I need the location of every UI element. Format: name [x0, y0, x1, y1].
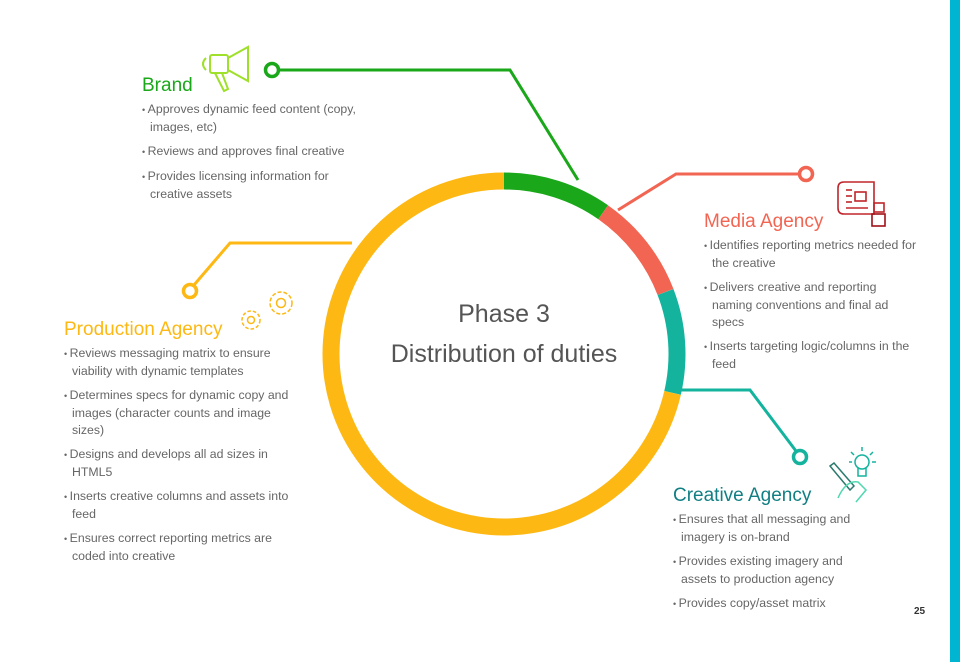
brand-item: Approves dynamic feed content (copy, ima… [142, 101, 372, 136]
gears-icon [241, 291, 293, 330]
media-item: Delivers creative and reporting naming c… [704, 279, 919, 331]
creative-ring-segment [657, 288, 686, 395]
production-item: Ensures correct reporting metrics are co… [64, 530, 289, 565]
creative-section: Creative Agency Ensures that all messagi… [673, 485, 873, 620]
brand-item: Provides licensing information for creat… [142, 168, 372, 203]
center-title: Phase 3 Distribution of duties [354, 294, 654, 374]
media-title: Media Agency [704, 211, 824, 232]
brand-ring-segment [503, 172, 609, 220]
megaphone-icon [202, 45, 249, 93]
lightbulb-pencil-icon [828, 447, 876, 503]
newspaper-icon [837, 181, 886, 227]
production-connector [192, 241, 352, 286]
production-section: Production Agency Reviews messaging matr… [64, 319, 289, 572]
creative-title: Creative Agency [673, 485, 812, 506]
brand-connector [279, 68, 580, 181]
media-item: Identifies reporting metrics needed for … [704, 237, 919, 272]
media-item: Inserts targeting logic/columns in the f… [704, 338, 919, 373]
accent-side-bar [950, 0, 960, 662]
production-item: Determines specs for dynamic copy and im… [64, 387, 289, 439]
brand-connector-dot [263, 61, 281, 79]
production-item: Inserts creative columns and assets into… [64, 488, 289, 523]
page-number: 25 [914, 606, 926, 617]
creative-item: Ensures that all messaging and imagery i… [673, 511, 873, 546]
media-connector-dot [797, 165, 815, 183]
production-connector-dot [181, 282, 199, 300]
media-section: Media Agency Identifies reporting metric… [704, 211, 919, 380]
media-connector [617, 172, 799, 212]
creative-connector [674, 388, 798, 452]
creative-item: Provides existing imagery and assets to … [673, 553, 873, 588]
media-ring-segment [598, 205, 674, 296]
creative-connector-dot [791, 448, 809, 466]
center-title-line2: Distribution of duties [390, 340, 618, 368]
creative-item: Provides copy/asset matrix [673, 595, 873, 613]
production-item: Reviews messaging matrix to ensure viabi… [64, 345, 289, 380]
production-item: Designs and develops all ad sizes in HTM… [64, 446, 289, 481]
brand-item: Reviews and approves final creative [142, 143, 372, 161]
brand-title: Brand [142, 75, 193, 96]
center-title-line1: Phase 3 [458, 300, 550, 328]
production-ring-segment [322, 172, 681, 536]
production-title: Production Agency [64, 319, 223, 340]
brand-section: Brand Approves dynamic feed content (cop… [142, 75, 372, 210]
